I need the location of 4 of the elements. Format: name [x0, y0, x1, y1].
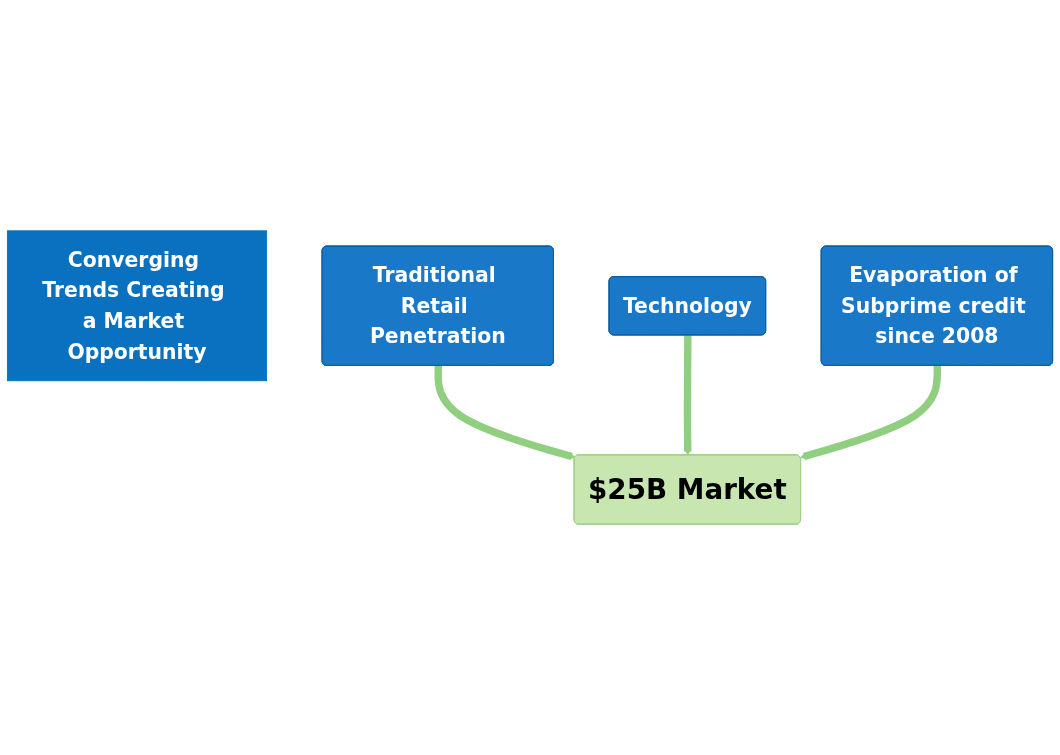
- arrow: [800, 365, 942, 461]
- arrow: [434, 365, 576, 461]
- node-box: Converging Trends Creating a Market Opportunity: [6, 230, 268, 382]
- arrow: [683, 335, 692, 456]
